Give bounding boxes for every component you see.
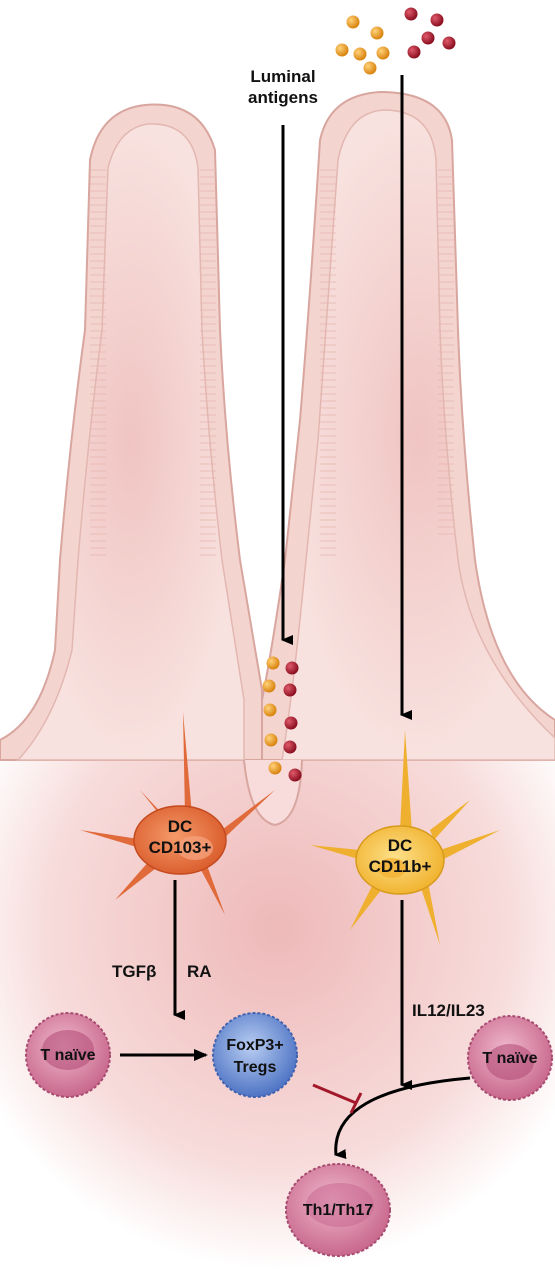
label-tregs: Tregs — [234, 1059, 277, 1076]
treg-cell — [213, 1013, 297, 1097]
antigen-orange — [354, 48, 367, 61]
label-foxp3: FoxP3+ — [226, 1037, 283, 1054]
antigen-orange — [269, 762, 282, 775]
antigen-red — [408, 46, 421, 59]
label-tgfb: TGFβ — [112, 962, 156, 981]
antigen-orange — [264, 704, 277, 717]
label-cd11b: CD11b+ — [369, 857, 432, 876]
villus-left — [0, 105, 262, 760]
antigen-red — [286, 662, 299, 675]
antigen-orange — [336, 44, 349, 57]
antigen-orange — [377, 47, 390, 60]
label-dc-left: DC — [168, 817, 193, 836]
antigen-orange — [364, 62, 377, 75]
antigen-red — [284, 684, 297, 697]
antigen-red — [289, 769, 302, 782]
antigen-red — [405, 8, 418, 21]
antigen-red — [285, 717, 298, 730]
antigen-red — [431, 14, 444, 27]
label-dc-right: DC — [388, 836, 413, 855]
label-th1-th17: Th1/Th17 — [303, 1202, 373, 1219]
antigen-red — [422, 32, 435, 45]
label-antigens: antigens — [248, 88, 318, 107]
label-cd103: CD103+ — [149, 838, 212, 857]
label-luminal: Luminal — [250, 67, 315, 86]
label-ra: RA — [187, 962, 212, 981]
label-t-naive-right: T naïve — [482, 1050, 537, 1067]
label-t-naive-left: T naïve — [40, 1047, 95, 1064]
antigen-red — [443, 37, 456, 50]
luminal-antigens-top — [336, 8, 456, 75]
antigen-orange — [267, 657, 280, 670]
antigen-red — [284, 741, 297, 754]
villus-right — [262, 92, 555, 760]
antigen-orange — [265, 734, 278, 747]
antigen-orange — [371, 27, 384, 40]
label-il12-il23: IL12/IL23 — [412, 1001, 485, 1020]
antigen-orange — [263, 680, 276, 693]
antigen-orange — [347, 16, 360, 29]
